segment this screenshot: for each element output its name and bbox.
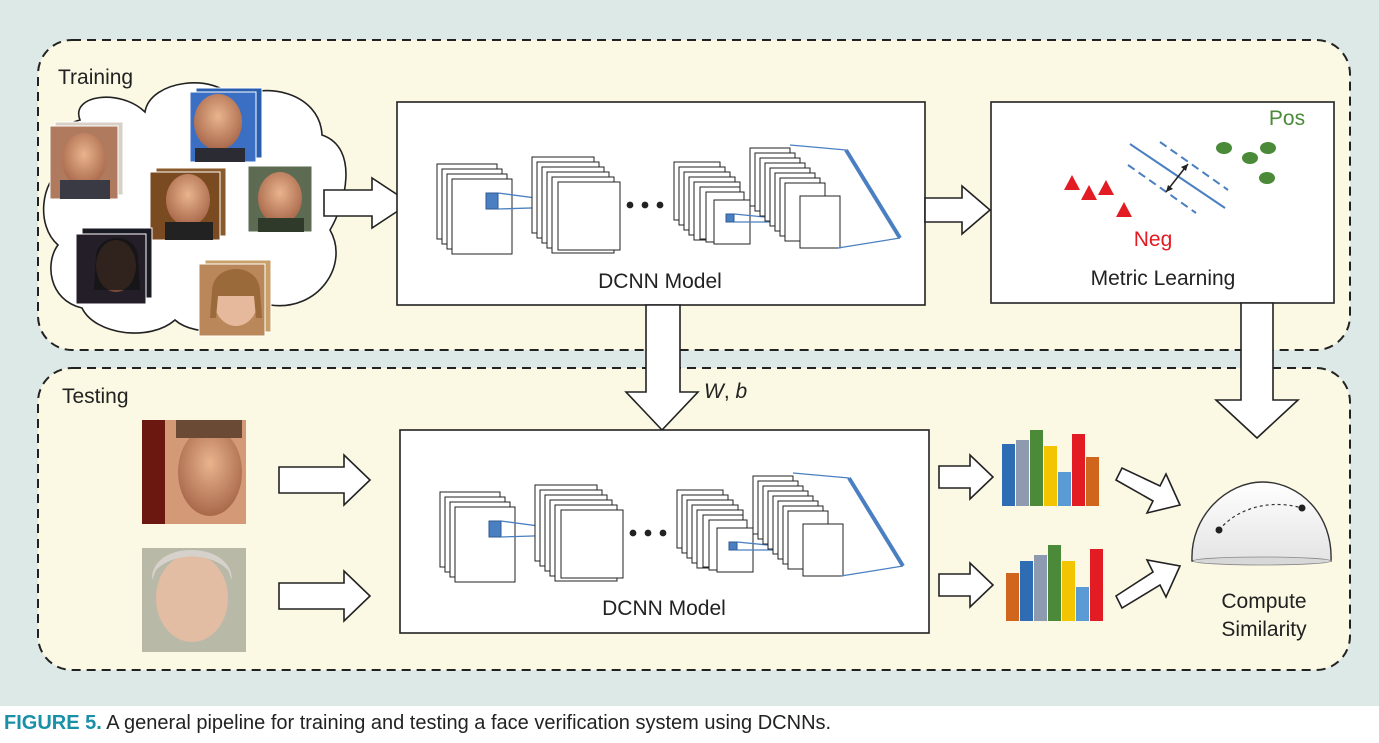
metric-learning-box bbox=[990, 101, 1335, 304]
feature-bar bbox=[1062, 561, 1075, 621]
feature-bar bbox=[1072, 434, 1085, 506]
neg-label: Neg bbox=[1134, 228, 1173, 251]
pos-sample-icon bbox=[1216, 142, 1232, 154]
feature-bar bbox=[1076, 587, 1089, 621]
weights-label: W, b bbox=[704, 380, 748, 403]
arrow-feature1-to-similarity bbox=[1114, 466, 1182, 515]
neg-sample-icon bbox=[1064, 175, 1080, 190]
pos-sample-icon bbox=[1260, 142, 1276, 154]
compute-similarity-label-line1: Compute bbox=[1221, 590, 1306, 613]
arrow-weights-down bbox=[624, 304, 700, 432]
arrow-dcnn-to-feature1 bbox=[938, 453, 995, 501]
dcnn-model-label-testing: DCNN Model bbox=[602, 597, 726, 620]
weights-sep: , bbox=[724, 380, 736, 403]
neg-sample-icon bbox=[1081, 185, 1097, 200]
pos-label: Pos bbox=[1269, 107, 1305, 130]
pos-sample-icon bbox=[1242, 152, 1258, 164]
feature-bar bbox=[1044, 446, 1057, 506]
face-photo-icon bbox=[49, 121, 124, 200]
feature-bar bbox=[1034, 555, 1047, 621]
training-section-label: Training bbox=[58, 66, 133, 89]
feature-bar bbox=[1020, 561, 1033, 621]
arrow-feature2-to-similarity bbox=[1114, 558, 1182, 610]
feature-bar bbox=[1030, 430, 1043, 506]
face-photo-icon bbox=[189, 87, 263, 163]
feature-bar bbox=[1086, 457, 1099, 506]
figure-caption: FIGURE 5. A general pipeline for trainin… bbox=[4, 712, 831, 735]
arrow-dcnn-to-feature2 bbox=[938, 561, 995, 609]
arrow-faces-to-dcnn bbox=[323, 176, 412, 230]
metric-learning-label: Metric Learning bbox=[1091, 267, 1236, 290]
feature-histogram-icon bbox=[1006, 545, 1103, 621]
metric-learning-plot bbox=[1064, 141, 1276, 217]
feature-histogram-icon bbox=[1002, 430, 1099, 506]
figure-caption-text: A general pipeline for training and test… bbox=[101, 712, 832, 734]
feature-bar bbox=[1016, 440, 1029, 506]
figure-label: FIGURE 5. bbox=[4, 712, 102, 734]
dcnn-model-label-training: DCNN Model bbox=[598, 270, 722, 293]
arrow-face2-to-dcnn bbox=[278, 569, 372, 623]
feature-bar bbox=[1048, 545, 1061, 621]
feature-bar bbox=[1090, 549, 1103, 621]
face-photo-icon bbox=[142, 420, 246, 524]
arrow-face1-to-dcnn bbox=[278, 453, 372, 507]
feature-bar bbox=[1006, 573, 1019, 621]
pipeline-diagram: Training Testing bbox=[0, 0, 1379, 706]
face-photo-icon bbox=[247, 165, 313, 233]
weights-b: b bbox=[736, 380, 748, 403]
face-photo-icon bbox=[149, 167, 227, 241]
compute-similarity-label-line2: Similarity bbox=[1221, 618, 1307, 641]
face-photo-icon bbox=[142, 548, 246, 652]
cnn-architecture-training bbox=[436, 144, 902, 255]
arrow-metric-down bbox=[1213, 302, 1301, 440]
feature-bar bbox=[1002, 444, 1015, 506]
face-photo-icon bbox=[198, 259, 272, 337]
face-photo-icon bbox=[75, 227, 153, 305]
neg-sample-icon bbox=[1098, 180, 1114, 195]
pos-sample-icon bbox=[1259, 172, 1275, 184]
hypersphere-icon bbox=[1191, 481, 1332, 566]
weights-w: W bbox=[704, 380, 726, 403]
feature-bar bbox=[1058, 472, 1071, 506]
testing-section-label: Testing bbox=[62, 385, 129, 408]
arrow-dcnn-to-metric bbox=[924, 184, 992, 236]
cnn-architecture-testing bbox=[439, 472, 905, 583]
neg-sample-icon bbox=[1116, 202, 1132, 217]
